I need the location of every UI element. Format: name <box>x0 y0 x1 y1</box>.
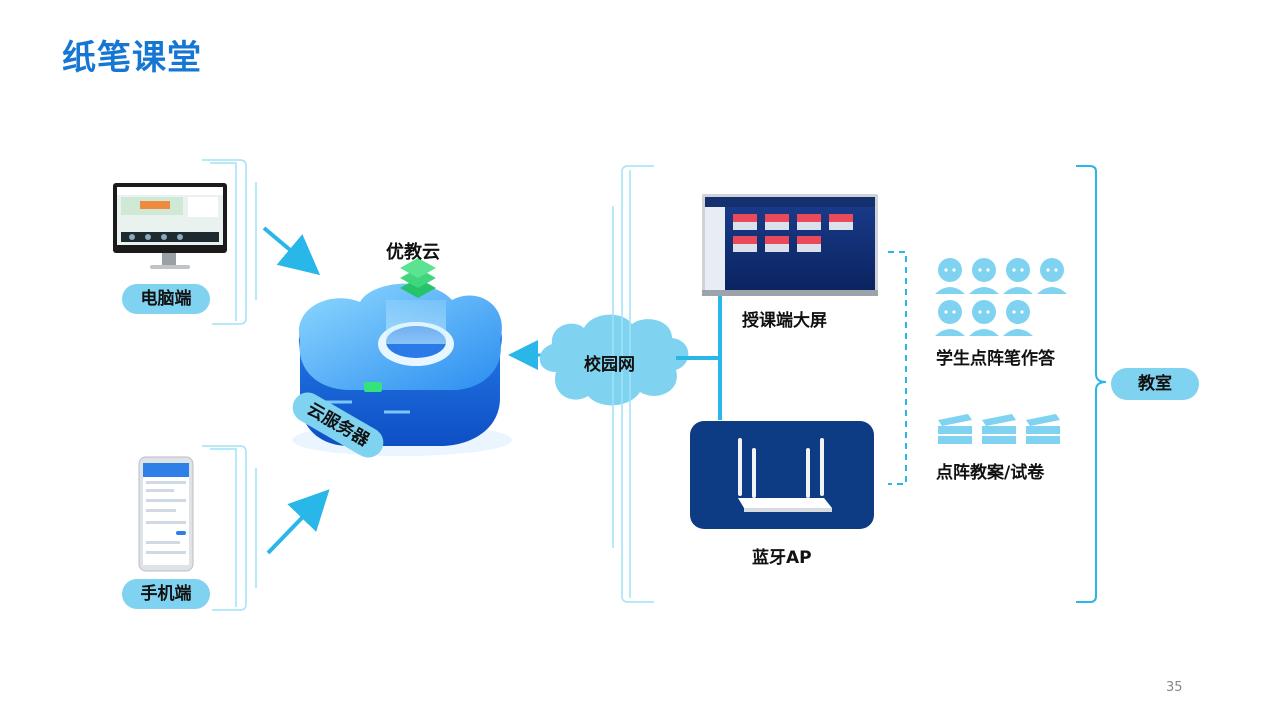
network-lines <box>676 290 722 420</box>
dot-paper-label: 点阵教案/试卷 <box>936 463 1045 483</box>
arrow-phone-to-cloud <box>266 489 330 555</box>
dashed-bracket <box>888 251 907 485</box>
teacher-screen-icon <box>702 194 878 296</box>
teacher-screen-label: 授课端大屏 <box>742 311 827 331</box>
phone-label: 手机端 <box>122 579 210 609</box>
phone-panel-frame <box>202 445 257 611</box>
student-pen-label: 学生点阵笔作答 <box>936 349 1055 369</box>
page-title: 纸笔课堂 <box>62 38 202 78</box>
cloud-layers-icon <box>400 258 436 298</box>
arrow-pc-to-cloud <box>262 226 321 276</box>
page-number: 35 <box>1166 680 1183 695</box>
bluetooth-ap-icon <box>690 421 874 529</box>
pc-label: 电脑端 <box>122 284 210 314</box>
bluetooth-ap-label: 蓝牙AP <box>752 548 812 568</box>
students-icon <box>935 258 1067 336</box>
classroom-brace <box>1076 165 1107 603</box>
classroom-panel-frame <box>612 165 654 603</box>
classroom-label: 教室 <box>1111 368 1199 400</box>
phone-icon <box>138 456 194 572</box>
campus-net-label: 校园网 <box>584 355 635 375</box>
campus-net-cloud <box>539 314 689 406</box>
books-icon <box>938 414 1060 444</box>
pc-monitor-icon <box>113 183 227 269</box>
pc-panel-frame <box>202 159 257 325</box>
cloud-name-label: 优教云 <box>386 242 440 263</box>
